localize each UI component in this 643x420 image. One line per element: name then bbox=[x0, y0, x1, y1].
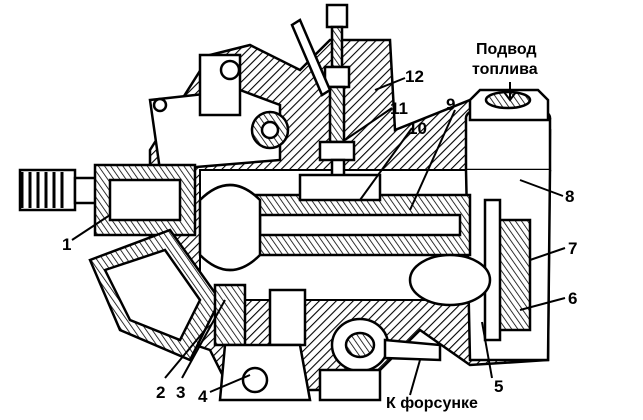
callout-2: 2 bbox=[156, 383, 166, 402]
leader-4 bbox=[209, 374, 251, 393]
distributor-rotor bbox=[198, 173, 492, 307]
fuel-inlet-caption-line1: Подвод bbox=[476, 41, 537, 58]
leader-6 bbox=[519, 297, 566, 311]
leader-11 bbox=[344, 107, 393, 141]
callout-8: 8 bbox=[565, 187, 575, 206]
callout-4: 4 bbox=[198, 387, 208, 406]
top-bracket bbox=[148, 53, 290, 172]
callout-6: 6 bbox=[568, 289, 578, 308]
callout-12: 12 bbox=[405, 67, 424, 86]
lower-bracket bbox=[88, 228, 222, 362]
leader-2 bbox=[164, 329, 206, 379]
callout-10: 10 bbox=[408, 119, 427, 138]
callout-5: 5 bbox=[494, 377, 504, 396]
fuel-inlet-caption-line2: топлива bbox=[472, 61, 538, 78]
callout-9: 9 bbox=[446, 95, 456, 114]
leader-3 bbox=[181, 299, 226, 379]
leader-7 bbox=[529, 247, 566, 261]
callout-1: 1 bbox=[62, 235, 72, 254]
leader-5 bbox=[481, 321, 493, 379]
leader-10 bbox=[359, 127, 413, 201]
leader-9 bbox=[409, 109, 456, 211]
leader-to-injector bbox=[409, 359, 421, 396]
leader-1 bbox=[71, 214, 111, 241]
callout-7: 7 bbox=[568, 239, 578, 258]
outlet-assembly bbox=[213, 283, 442, 402]
leader-lines bbox=[71, 77, 566, 396]
callout-3: 3 bbox=[176, 383, 186, 402]
leader-8 bbox=[519, 179, 564, 197]
callout-11: 11 bbox=[390, 99, 408, 118]
to-injector-caption: К форсунке bbox=[386, 395, 478, 412]
leader-12 bbox=[374, 77, 406, 91]
drive-shaft bbox=[18, 163, 197, 237]
fuel-inlet-body bbox=[464, 88, 552, 362]
fuel-inlet-arrowhead bbox=[503, 91, 517, 102]
